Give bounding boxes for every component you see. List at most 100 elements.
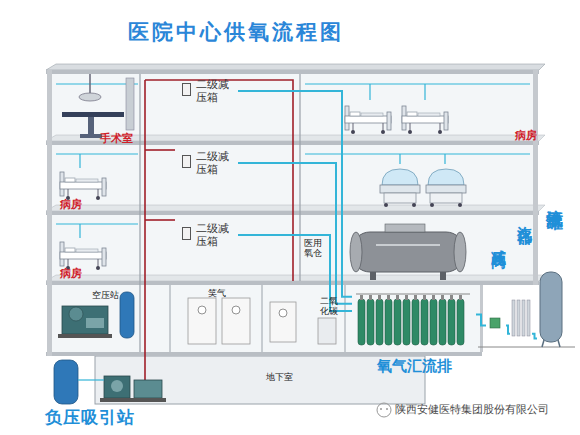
building-back-wall <box>50 74 535 282</box>
outdoor-equipment <box>558 340 560 347</box>
oxygen-cylinder <box>376 295 383 345</box>
building-wall <box>139 74 140 352</box>
vacuum-pipe <box>145 80 293 281</box>
outdoor-equipment <box>527 300 530 336</box>
node-label: 氧气汇流排 <box>352 357 476 376</box>
room-name: 手术室 <box>100 131 133 146</box>
oxygen-pipe <box>238 91 352 297</box>
equipment-name: 笑气 <box>208 288 226 298</box>
watermark: 陕西安健医特集团股份有限公司 <box>395 403 549 417</box>
oxygen-terminal-pipe <box>369 84 370 100</box>
pressure-reducer-box: 二级减压箱 <box>182 150 238 176</box>
oxygen-pipe <box>506 325 510 333</box>
floor-slab <box>46 352 482 356</box>
gas-manifold-cabinet <box>270 302 296 342</box>
outdoor-equipment <box>540 272 562 342</box>
node-label: 减压阀 <box>486 238 506 244</box>
vacuum-station <box>134 380 162 398</box>
oxygen-pipe <box>238 163 352 304</box>
vaporizer: 汽化器 <box>510 214 532 340</box>
hyperbaric-chamber <box>385 224 425 232</box>
floor-slab <box>46 281 539 285</box>
building-back-wall <box>50 285 480 352</box>
oxygen-terminal-pipe <box>56 83 138 84</box>
room-name: 病房 <box>515 128 537 143</box>
station-name: 负压吸引站 <box>45 406 135 429</box>
building-wall <box>345 285 346 352</box>
vacuum-station <box>54 360 78 404</box>
operating-room-equipment <box>62 112 124 117</box>
infant-incubator <box>380 169 466 207</box>
watermark-icon <box>377 403 391 417</box>
reducer-box-icon <box>182 83 191 96</box>
air-compressor <box>120 292 134 338</box>
operating-room-equipment <box>126 78 134 130</box>
operating-room-equipment <box>88 117 94 134</box>
floor-slab <box>46 70 539 74</box>
oxygen-cylinder <box>457 295 464 345</box>
vacuum-pipe <box>145 80 160 396</box>
oxygen-terminal-pipe <box>56 223 138 224</box>
floor-slab <box>46 64 545 70</box>
node-label: 二级减压箱 <box>196 78 236 104</box>
vacuum-pipe <box>145 149 175 151</box>
air-compressor <box>69 307 83 321</box>
vacuum-station <box>78 379 104 380</box>
vacuum-station <box>54 360 166 404</box>
floor-slab <box>46 205 545 211</box>
air-compressor <box>62 306 108 334</box>
oxygen-terminal-pipe <box>305 83 530 84</box>
operating-room-equipment <box>89 74 91 94</box>
oxygen-terminal-pipe <box>399 154 400 164</box>
oxygen-cylinder <box>367 295 374 345</box>
hyperbaric-chamber <box>376 244 440 246</box>
outdoor-equipment <box>490 318 500 328</box>
building-wall <box>47 70 538 356</box>
oxygen-cylinder <box>430 295 437 345</box>
oxygen-pipe <box>476 314 486 325</box>
oxygen-cylinder <box>403 295 410 345</box>
node-label: 二级减压箱 <box>196 222 236 248</box>
hyperbaric-chamber <box>350 232 362 272</box>
gas-manifold-cabinet <box>318 318 336 344</box>
oxygen-cylinder <box>439 295 446 345</box>
building-wall <box>299 74 300 281</box>
vacuum-pipe <box>145 219 175 221</box>
hyperbaric-chamber <box>370 272 376 280</box>
oxygen-cylinder <box>448 295 455 345</box>
ward-bed <box>60 172 106 200</box>
oxygen-cylinder <box>412 295 419 345</box>
gas-manifold-cabinet <box>222 298 250 344</box>
room-name: 地下室 <box>266 372 293 382</box>
hyperbaric-chamber <box>440 272 446 280</box>
node-label: 液氧罐 <box>537 196 563 202</box>
floor-slab <box>46 64 545 356</box>
hyperbaric-chamber <box>454 232 466 272</box>
hyperbaric-chamber <box>352 232 464 272</box>
gas-manifold-cabinet <box>188 298 336 344</box>
vacuum-station <box>104 376 130 398</box>
oxygen-terminal-pipe <box>444 154 445 164</box>
building-wall <box>170 285 171 352</box>
infant-incubator <box>426 169 466 207</box>
node-label: 二级减压箱 <box>196 150 236 176</box>
building-wall <box>262 285 263 352</box>
oxygen-terminal-pipe <box>79 154 80 168</box>
building-wall <box>47 70 52 356</box>
hyperbaric-chamber <box>350 224 466 280</box>
operating-room-equipment <box>62 74 134 138</box>
oxygen-cylinder <box>385 295 392 345</box>
pressure-reducer-box: 二级减压箱 <box>182 78 238 104</box>
oxygen-terminal-pipe <box>305 153 530 154</box>
outdoor-equipment <box>517 300 520 336</box>
building-wall <box>533 70 538 285</box>
outdoor-equipment <box>542 340 544 347</box>
oxygen-cylinder <box>394 295 401 345</box>
oxygen-terminal-pipe <box>79 224 80 238</box>
oxygen-cylinder <box>421 295 428 345</box>
oxygen-terminal-pipe <box>424 84 425 100</box>
equipment-name: 空压站 <box>92 290 119 300</box>
oxygen-cylinder <box>356 293 470 294</box>
oxygen-manifold: 氧气汇流排 <box>352 288 476 376</box>
